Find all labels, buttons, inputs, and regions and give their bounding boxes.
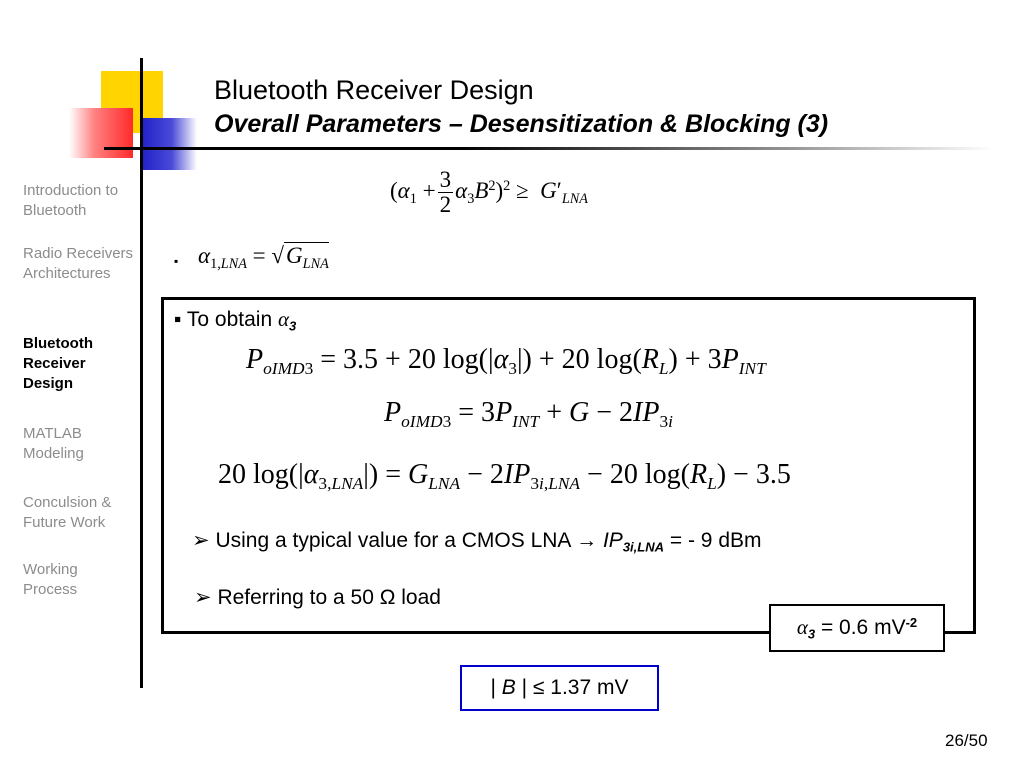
ip-value: = - 9 dBm [664,529,762,552]
sidebar-item-introduction[interactable]: Introduction to Bluetooth [23,182,119,219]
equation-poimd3-expansion: PoIMD3 = 3.5 + 20 log(|α3|) + 20 log(RL)… [246,344,766,379]
b-result-pre: | [490,676,502,699]
slide-title: Bluetooth Receiver Design [214,75,534,105]
title-underline [104,147,994,150]
cmos-lna-line: ➢ Using a typical value for a CMOS LNA →… [192,528,762,555]
alpha-result-value: = 0.6 mV [815,615,906,639]
alpha3-result-box: α3 = 0.6 mV-2 [769,604,945,652]
alpha-symbol: α [278,307,290,331]
to-obtain-label: To obtain [186,308,273,331]
vertical-divider [140,58,143,688]
b-result-value: | ≤ 1.37 mV [515,676,629,699]
ip-label: IP [602,529,623,552]
bullet-marker: ▪ [174,308,182,331]
slide-subtitle: Overall Parameters – Desensitization & B… [214,110,829,138]
alpha-subscript: 3 [289,318,297,334]
alpha-symbol: α [796,614,808,639]
alpha-result-exponent: -2 [905,614,918,630]
logo-blue-square [141,118,197,170]
b-result-box: | B | ≤ 1.37 mV [460,665,659,711]
derivation-box [161,297,976,634]
bullet-marker: ▪ [174,254,179,268]
logo-red-square [69,108,133,158]
equation-alpha1: α1,LNA = √GLNA [198,242,329,272]
sidebar-item-radio-receivers[interactable]: Radio Receivers Architectures [23,245,134,282]
equation-alpha3-lna: 20 log(|α3,LNA|) = GLNA − 2IP3i,LNA − 20… [218,459,791,494]
load-reference-line: ➢ Referring to a 50 Ω load [194,585,441,610]
arrowhead-bullet-icon: ➢ [194,586,212,609]
alpha-subscript: 3 [807,626,816,642]
arrowhead-bullet-icon: ➢ [192,529,210,552]
sidebar-item-bluetooth-receiver-design[interactable]: Bluetooth Receiver Design [23,335,93,392]
sidebar-item-matlab-modeling[interactable]: MATLAB Modeling [23,425,84,462]
ip-subscript: 3i,LNA [622,539,665,555]
page-number: 26/50 [945,731,988,750]
load-text: Referring to a 50 Ω load [217,586,441,609]
to-obtain-line: ▪ To obtain α3 [174,307,296,334]
sidebar-item-conclusion[interactable]: Conculsion & Future Work [23,494,112,531]
arrow-icon: → [576,529,598,552]
equation-poimd3-ip3: PoIMD3 = 3PINT + G − 2IP3i [384,397,673,432]
cmos-text: Using a typical value for a CMOS LNA [215,529,571,552]
sidebar-item-working-process[interactable]: Working Process [23,561,78,598]
b-variable: B [501,676,516,699]
